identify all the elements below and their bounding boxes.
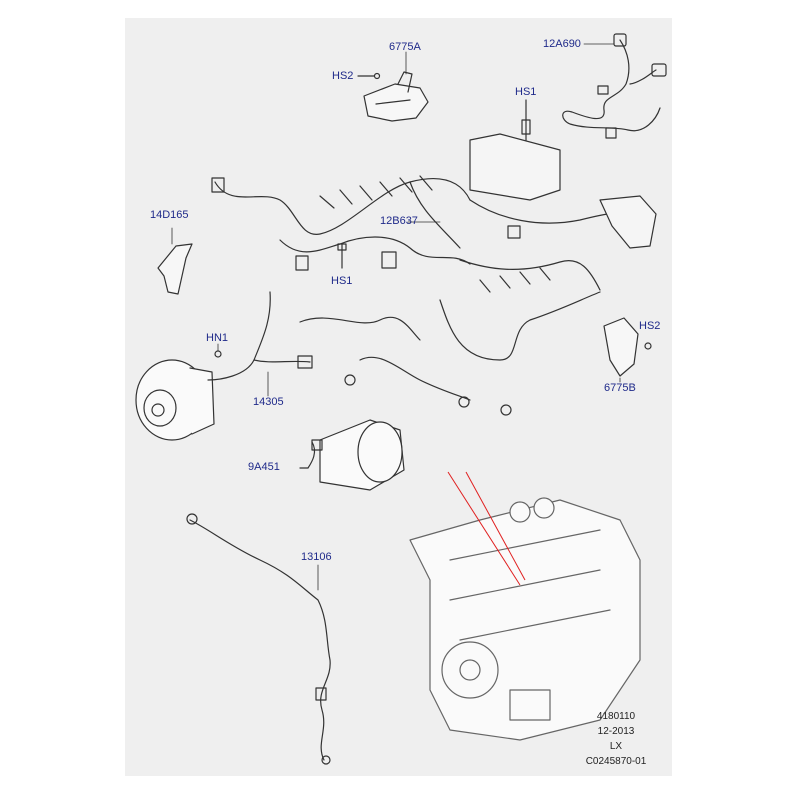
bracket-14d165[interactable] xyxy=(157,243,193,295)
harness-12a690[interactable] xyxy=(562,33,667,139)
heat-shield-6775a[interactable] xyxy=(363,71,429,122)
callout-hs2-top[interactable]: HS2 xyxy=(332,70,354,82)
callout-6775a[interactable]: 6775A xyxy=(389,41,421,53)
callout-hs1-mid[interactable]: HS1 xyxy=(331,275,353,287)
harness-9a451[interactable] xyxy=(299,439,323,469)
bolt-hs2-top[interactable] xyxy=(357,72,381,80)
callout-13106[interactable]: 13106 xyxy=(301,551,332,563)
footer-model: LX xyxy=(609,741,623,752)
bolt-hs2-right[interactable] xyxy=(644,342,652,350)
main-harness-12b637[interactable] xyxy=(211,133,657,416)
sensor-hs1-top[interactable] xyxy=(521,99,531,141)
callout-14305[interactable]: 14305 xyxy=(253,396,284,408)
alternator[interactable] xyxy=(135,359,215,441)
footer-date: 12-2013 xyxy=(597,726,635,737)
callout-14d165[interactable]: 14D165 xyxy=(150,209,189,221)
ground-cable-13106[interactable] xyxy=(186,513,331,765)
callout-hs2-right[interactable]: HS2 xyxy=(639,320,661,332)
cable-14305[interactable] xyxy=(207,291,313,381)
nut-hn1[interactable] xyxy=(214,343,222,358)
callout-hs1-top[interactable]: HS1 xyxy=(515,86,537,98)
starter-motor[interactable] xyxy=(319,419,405,491)
engine-block xyxy=(409,497,641,741)
bolt-hs1-mid[interactable] xyxy=(337,243,347,269)
callout-9a451[interactable]: 9A451 xyxy=(248,461,280,473)
callout-12a690[interactable]: 12A690 xyxy=(543,38,581,50)
footer-part-number: 4180110 xyxy=(596,711,636,722)
callout-6775b[interactable]: 6775B xyxy=(604,382,636,394)
footer-diagram-code: C0245870-01 xyxy=(585,756,647,767)
callout-hn1[interactable]: HN1 xyxy=(206,332,229,344)
heat-shield-6775b[interactable] xyxy=(603,317,639,377)
location-indicator-lines xyxy=(447,471,526,586)
callout-12b637[interactable]: 12B637 xyxy=(380,215,418,227)
